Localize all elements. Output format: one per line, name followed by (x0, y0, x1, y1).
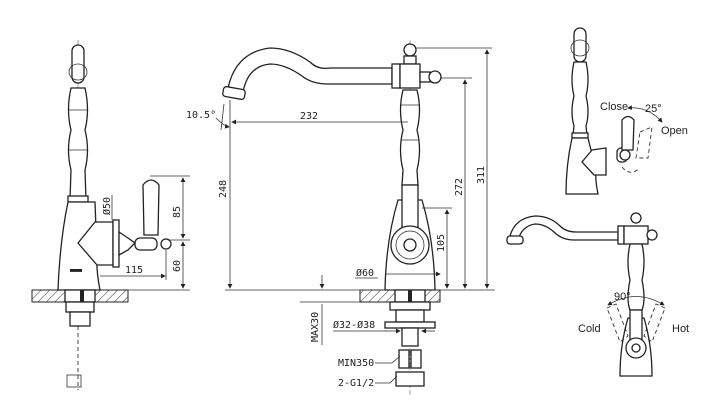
dim-dia-60: Ø60 (356, 267, 374, 279)
dim-angle-10-5: 10.5° (186, 110, 216, 121)
dim-hole-diameter: Ø32-Ø38 (333, 319, 375, 331)
dim-60: 60 (172, 260, 183, 272)
column (399, 89, 421, 186)
dim-311: 311 (476, 166, 487, 184)
dim-max-30: MAX30 (310, 312, 321, 342)
dim-272: 272 (454, 178, 465, 196)
dim-dia-50: Ø50 (101, 197, 113, 215)
lever-handle (142, 179, 160, 236)
dim-105: 105 (436, 234, 447, 252)
label-90-degrees: 90° (614, 291, 631, 303)
open-close-view: Close 25° Open (565, 27, 688, 195)
aerator (222, 85, 246, 101)
spout (227, 47, 393, 93)
label-cold: Cold (578, 323, 601, 335)
label-open: Open (661, 125, 688, 137)
label-hot: Hot (672, 323, 689, 335)
label-close: Close (600, 101, 628, 113)
dim-85: 85 (172, 206, 183, 218)
front-view: 248 232 10.5° 272 311 105 Ø60 MAX30 Ø32-… (186, 40, 495, 395)
label-25-degrees: 25° (645, 103, 662, 115)
dim-115: 115 (125, 265, 143, 276)
column (67, 87, 89, 201)
dim-248: 248 (218, 180, 229, 198)
label-thread: 2-G1/2 (338, 378, 374, 389)
svg-text:▬▬: ▬▬ (70, 265, 82, 276)
dim-232: 232 (300, 111, 318, 122)
side-view: ▬▬ 85 60 115 Ø50 (31, 40, 190, 390)
label-min-350: MIN350 (338, 358, 374, 369)
hot-cold-view: 90° Cold Hot (506, 212, 689, 377)
